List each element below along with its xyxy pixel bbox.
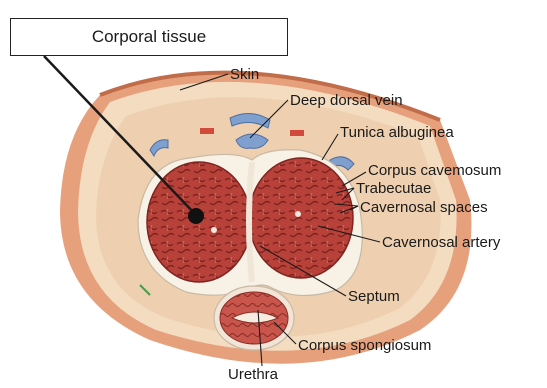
label-corpus-cavernosum: Corpus cavemosum <box>368 162 501 180</box>
corporal-tissue-pointer-dot <box>188 208 204 224</box>
label-septum: Septum <box>348 288 400 306</box>
septum <box>249 162 252 282</box>
label-skin: Skin <box>230 66 259 84</box>
left-cavernosal-artery <box>211 227 217 233</box>
label-corpus-spongiosum: Corpus spongiosum <box>298 337 431 355</box>
right-cavernosal-artery <box>295 211 301 217</box>
label-cavernosal-spaces: Cavernosal spaces <box>360 199 488 217</box>
corporal-tissue-callout: Corporal tissue <box>10 18 288 56</box>
label-tunica-albuginea: Tunica albuginea <box>340 124 454 142</box>
label-deep-dorsal-vein: Deep dorsal vein <box>290 92 403 110</box>
right-corpus-cavernosum <box>249 158 353 278</box>
label-cavernosal-artery: Cavernosal artery <box>382 234 500 252</box>
label-trabecutae: Trabecutae <box>356 180 431 198</box>
label-urethra: Urethra <box>228 366 278 384</box>
